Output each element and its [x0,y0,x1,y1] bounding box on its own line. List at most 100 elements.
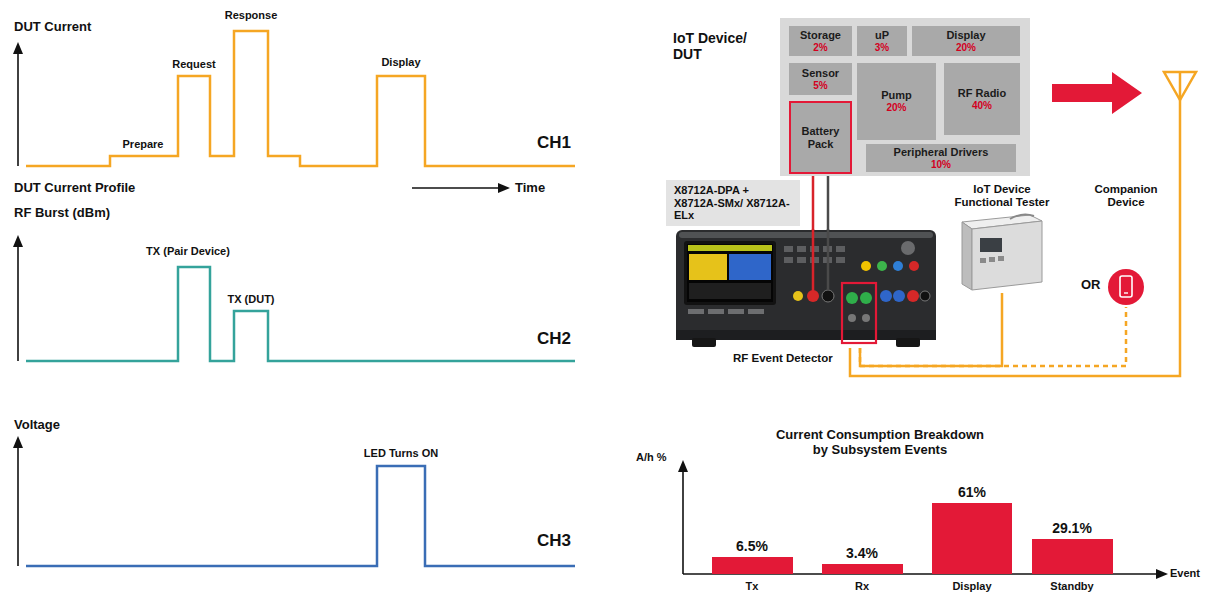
bar-value: 3.4% [846,545,878,561]
tester-button [980,258,986,263]
subsystem-box: RF Radio40% [944,63,1020,135]
key [797,257,806,263]
tester-side [972,221,1042,290]
subsystem-box: Storage2% [789,26,852,56]
share-value: 20% [956,42,976,54]
power-analyzer: RF Event Detector [676,230,936,348]
node-label: Battery Pack [794,125,847,150]
bar [712,557,793,574]
tester-button [998,256,1004,261]
tester-front [962,222,972,290]
time-arrow [412,187,500,189]
category-label: Display [952,580,991,593]
channel-name: CH3 [537,531,571,551]
screen-bezel [684,241,776,305]
bar-value: 29.1% [1052,520,1092,536]
model-number-box: X8712A-DPA + X8712A-SMx/ X8712A-ELx [666,180,800,226]
phone-badge [1108,269,1144,305]
channel-button [861,261,871,271]
phone-button [1124,292,1128,293]
channel-name: CH1 [537,133,571,153]
instrument-foot [692,338,716,347]
share-value: 40% [972,100,992,112]
axis-name: Time [515,181,545,196]
screen-panel [689,254,727,280]
node-label: X8712A-DPA + X8712A-SMx/ X8712A-ELx [674,184,792,222]
bar-value: 61% [958,484,986,500]
share-value: 3% [875,42,889,54]
category-label: Rx [855,580,869,593]
axis-name: Event [1170,567,1200,580]
axis-arrowhead [498,183,510,193]
node-label: IoT Device Functional Tester [952,183,1052,209]
share-value: 20% [886,102,906,114]
node-label: IoT Device/ DUT [673,30,771,62]
node-label: Peripheral Drivers [894,146,989,159]
node-label: Companion Device [1081,183,1171,209]
terminal-jack [848,314,856,322]
axis-arrowhead [13,436,23,448]
axis-arrowhead [13,42,23,54]
y-axis [17,245,19,361]
voltage-waveform [26,466,575,566]
y-axis [17,446,19,566]
screen [687,244,773,302]
tester-screen [980,238,1002,252]
key [836,246,845,252]
category-label: Standby [1050,580,1093,593]
current-waveform [26,31,575,166]
bar [1032,539,1113,574]
terminal-jack [920,291,930,301]
phase-label: Prepare [123,138,164,151]
node-label: Sensor [802,67,839,80]
terminal-jack [793,291,803,301]
terminal-jack [907,290,919,302]
key [836,257,845,263]
axis-arrowhead [1156,569,1168,579]
node-label: Display [946,29,985,42]
soft-key [728,309,744,314]
subsystem-box: Pump20% [857,63,936,140]
event-label: LED Turns ON [364,447,438,460]
antenna-head [1164,72,1196,100]
y-axis [682,470,684,574]
channel-button [877,261,887,271]
functional-tester: IoT Device Functional Tester [952,183,1052,293]
phase-label: Request [172,58,215,71]
instrument-bevel [679,232,933,238]
power-analyzer-illustration [676,229,936,347]
phase-label: Response [225,9,278,22]
key [784,257,793,263]
bar [932,503,1012,574]
node-label: RF Event Detector [733,352,833,365]
signal-cable [860,293,1002,366]
key [797,246,806,252]
battery-wire [812,174,815,230]
phone-symbol [1120,276,1132,297]
screen-header [688,245,772,251]
subsystem-box: uP3% [857,26,907,56]
channel-2-plot [13,235,575,361]
node-label: RF Radio [958,87,1006,100]
wireless-link [860,307,1126,366]
instrument-foot [896,338,920,347]
channel-button [893,261,903,271]
node-label: Storage [800,29,841,42]
axis-title: A/h % [636,451,667,464]
subsystem-box: Display20% [912,26,1020,56]
soft-key [708,309,724,314]
axis-title: RF Burst (dBm) [14,206,110,221]
phase-label: Display [381,56,420,69]
choice-word: OR [1081,278,1101,293]
soft-key [688,309,704,314]
antenna-symbol [1164,72,1196,100]
axis-title: DUT Current [14,20,91,35]
battery-wire [812,229,815,291]
axis-arrowhead [678,460,688,472]
terminal-jack [822,290,834,302]
knob [901,241,915,255]
terminal-jack [860,292,872,304]
battery-pack-box: Battery Pack [789,101,852,174]
bar-value: 6.5% [736,538,768,554]
axis-title: Voltage [14,418,60,433]
